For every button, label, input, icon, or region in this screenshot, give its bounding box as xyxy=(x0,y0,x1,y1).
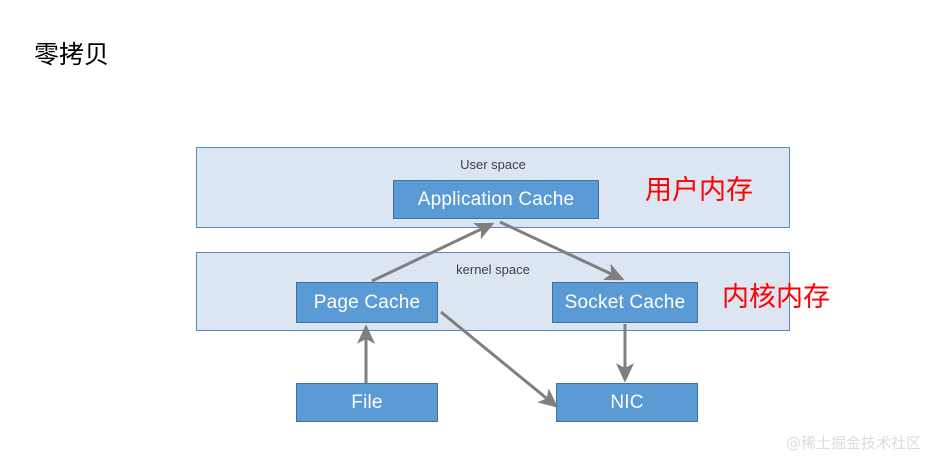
node-socket-cache-label: Socket Cache xyxy=(564,291,686,313)
node-file[interactable]: File xyxy=(296,383,438,422)
kernel-space-region: kernel space xyxy=(196,252,790,331)
node-nic[interactable]: NIC xyxy=(556,383,698,422)
watermark: @稀土掘金技术社区 xyxy=(785,434,921,452)
node-page-cache[interactable]: Page Cache xyxy=(296,282,438,323)
node-nic-label: NIC xyxy=(610,391,644,413)
annotation-kernel-memory: 内核内存 xyxy=(722,282,830,313)
node-socket-cache[interactable]: Socket Cache xyxy=(552,282,698,323)
kernel-space-label: kernel space xyxy=(456,262,530,277)
node-page-cache-label: Page Cache xyxy=(313,291,421,313)
page-title: 零拷贝 xyxy=(34,40,110,69)
node-application-cache-label: Application Cache xyxy=(417,188,575,210)
node-application-cache[interactable]: Application Cache xyxy=(393,180,599,219)
user-space-label: User space xyxy=(460,157,526,172)
annotation-user-memory: 用户内存 xyxy=(645,175,753,206)
node-file-label: File xyxy=(351,391,383,413)
